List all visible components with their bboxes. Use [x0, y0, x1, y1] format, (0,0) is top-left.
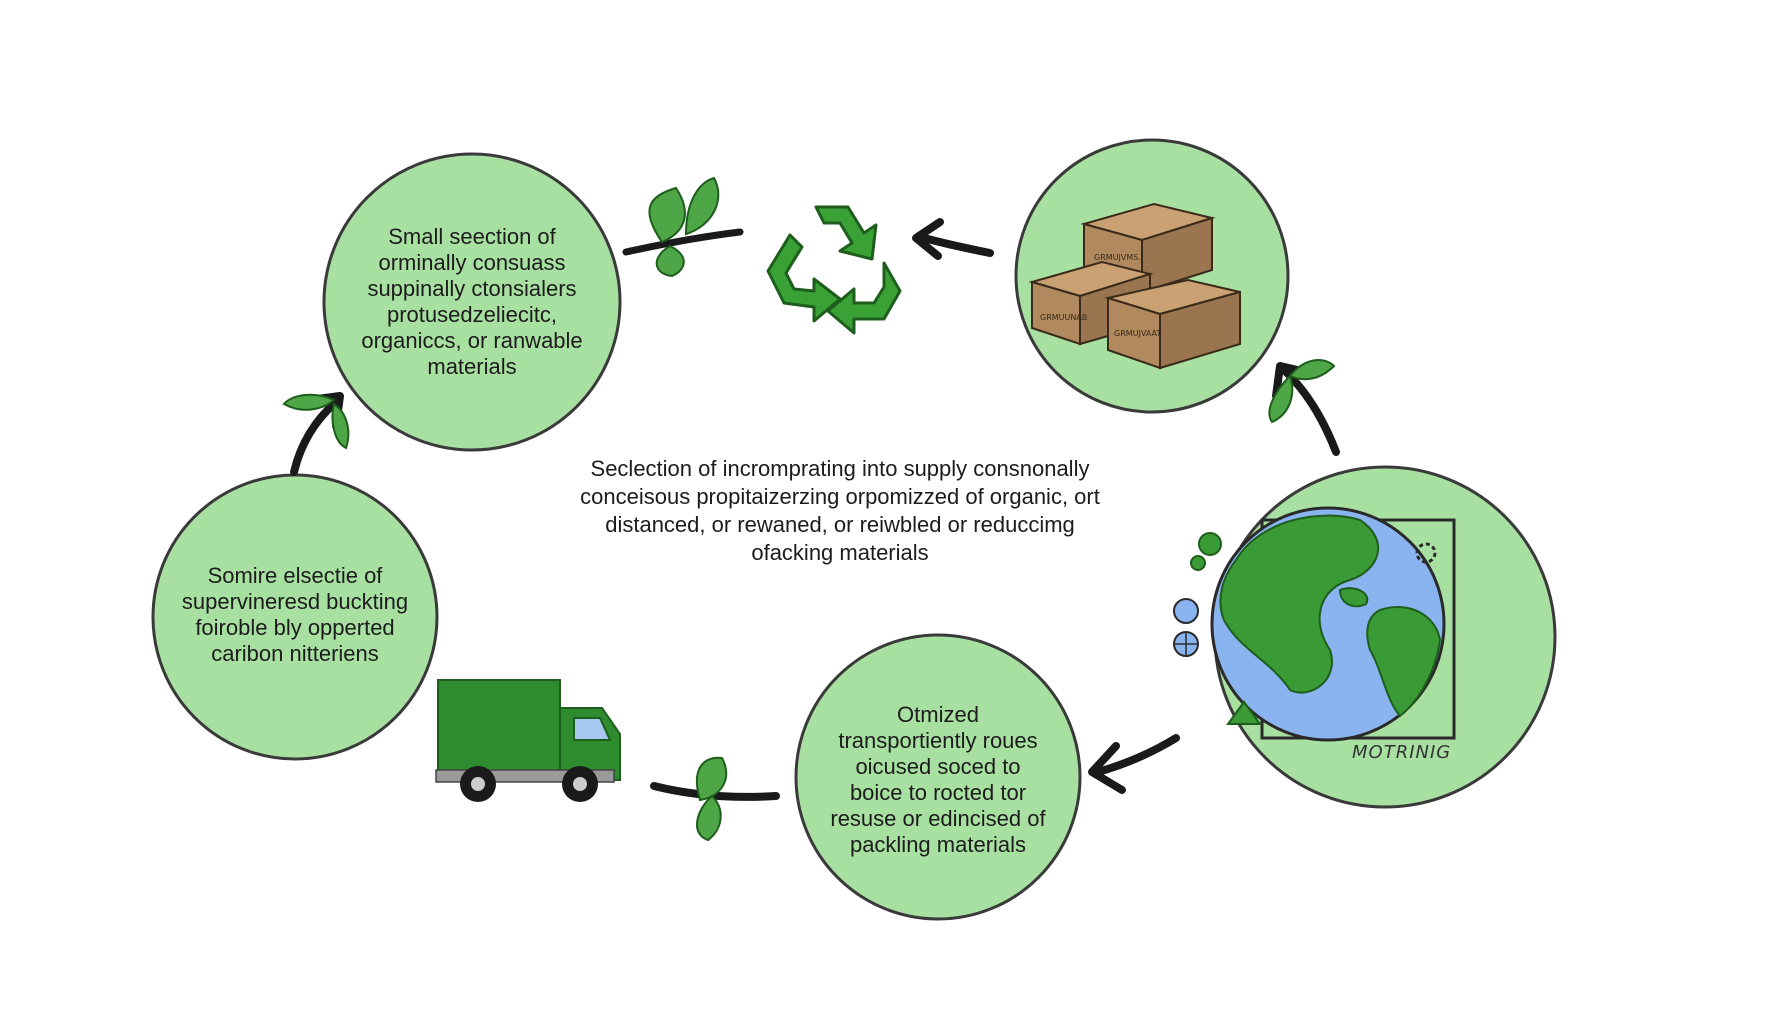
node-text: Somire elsectie of supervineresd bucktin…: [181, 563, 409, 666]
recycle-icon: [766, 205, 902, 335]
box-label: GRMUJVMS.: [1094, 253, 1141, 262]
circle-bottom-center: [794, 633, 1082, 921]
arrow-icon: [282, 392, 350, 476]
node-bottom-center-text: Otmized transportiently roues oicused so…: [808, 700, 1068, 860]
circle-top-left: [322, 152, 622, 452]
node-left-text: Somire elsectie of supervineresd bucktin…: [165, 550, 425, 680]
box-label: GRMUUNAB: [1040, 313, 1087, 322]
globe-label: MOTRINIG: [1352, 742, 1452, 763]
node-text: Small seection of orminally consuass sup…: [361, 224, 583, 379]
node-text: Otmized transportiently roues oicused so…: [830, 702, 1046, 857]
boxes-icon: GRMUJVMS. GRMUUNAB GRMUJVAAT: [1028, 202, 1241, 370]
truck-icon: [435, 679, 621, 802]
globe-icon: [1173, 506, 1456, 742]
arrow-icon: [1088, 734, 1180, 794]
leaf-branch-top: [622, 176, 744, 278]
arrow-icon: [1268, 359, 1340, 456]
arrow-icon: [912, 218, 994, 260]
node-top-left-text: Small seection of orminally consuass sup…: [346, 212, 598, 392]
arrow-icon: [650, 756, 780, 842]
center-description: Seclection of incromprating into supply …: [580, 456, 1100, 565]
box-label: GRMUJVAAT: [1114, 329, 1161, 338]
